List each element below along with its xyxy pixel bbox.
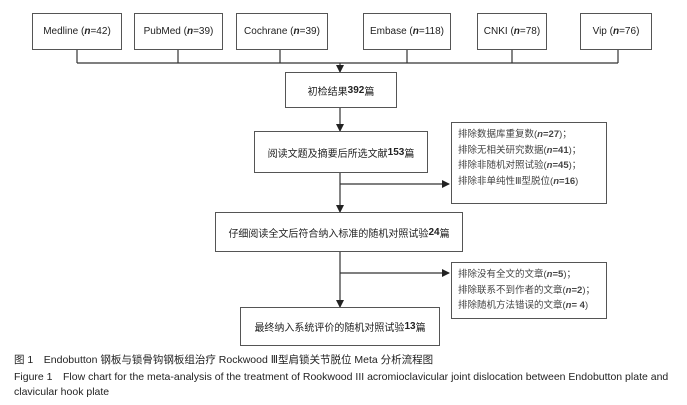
- exclusion-box-fulltext: 排除没有全文的文章(n=5)； 排除联系不到作者的文章(n=2)； 排除随机方法…: [451, 262, 607, 319]
- exclusion-item: 排除随机方法错误的文章(n= 4): [458, 300, 589, 311]
- step-count: 13: [404, 321, 416, 332]
- step-text: 仔细阅读全文后符合纳入标准的随机对照试验: [228, 228, 429, 240]
- source-box-medline: Medline (n=42): [32, 13, 122, 50]
- step-unit: 篇: [404, 148, 415, 160]
- exclusion-item: 排除数据库重复数(n=27)；: [458, 129, 572, 140]
- final-included-box: 最终纳入系统评价的随机对照试验 13 篇: [240, 307, 440, 346]
- n-label: n: [513, 26, 520, 37]
- n-label: n: [612, 26, 620, 37]
- exclusion-item: 排除无相关研究数据(n=41)；: [458, 144, 582, 156]
- source-box-cochrane: Cochrane (n=39): [236, 13, 328, 50]
- n-value: =118: [418, 26, 441, 37]
- source-name: Embase: [369, 26, 407, 37]
- source-box-cnki: CNKI (n=78): [477, 13, 547, 50]
- step-unit: 篇: [364, 86, 375, 98]
- n-label: n: [84, 26, 91, 37]
- step-text: 初检结果: [307, 86, 348, 98]
- n-label: n: [186, 26, 194, 37]
- abstract-screening-box: 阅读文题及摘要后所选文献 153 篇: [254, 131, 428, 173]
- n-label: n: [293, 26, 300, 37]
- source-name: Medline: [43, 26, 79, 37]
- n-value: =42: [90, 26, 108, 37]
- source-name: PubMed: [143, 26, 181, 37]
- step-count: 153: [387, 146, 405, 158]
- step-count: 392: [347, 84, 365, 96]
- caption-en-line2: clavicular hook plate: [14, 386, 110, 398]
- n-value: =39: [193, 26, 211, 37]
- source-name: Vip: [592, 26, 607, 37]
- caption-en-line1: Figure 1 Flow chart for the meta-analysi…: [14, 371, 669, 383]
- n-label: n: [412, 26, 419, 37]
- step-unit: 篇: [415, 323, 426, 334]
- source-box-vip: Vip (n=76): [580, 13, 652, 50]
- exclusion-item: 排除联系不到作者的文章(n=2)；: [458, 284, 595, 296]
- step-count: 24: [428, 226, 440, 238]
- step-text: 最终纳入系统评价的随机对照试验: [254, 323, 405, 334]
- fulltext-eligible-box: 仔细阅读全文后符合纳入标准的随机对照试验 24 篇: [215, 212, 463, 252]
- step-unit: 篇: [439, 228, 450, 240]
- step-text: 阅读文题及摘要后所选文献: [267, 148, 388, 160]
- initial-results-box: 初检结果 392 篇: [285, 72, 397, 108]
- figure-caption-en: Figure 1 Flow chart for the meta-analysi…: [14, 370, 679, 400]
- source-name: Cochrane: [244, 26, 288, 37]
- n-value: =39: [299, 26, 317, 37]
- n-value: =78: [519, 26, 537, 37]
- source-box-pubmed: PubMed (n=39): [134, 13, 223, 50]
- exclusion-item: 排除非随机对照试验(n=45)；: [458, 160, 582, 171]
- figure-caption-cn: 图 1 Endobutton 钢板与锁骨钩钢板组治疗 Rockwood Ⅲ型肩锁…: [14, 354, 434, 366]
- exclusion-box-screening: 排除数据库重复数(n=27)； 排除无相关研究数据(n=41)； 排除非随机对照…: [451, 122, 607, 204]
- source-box-embase: Embase (n=118): [363, 13, 451, 50]
- source-name: CNKI: [483, 26, 508, 37]
- exclusion-item: 排除没有全文的文章(n=5)；: [458, 269, 576, 280]
- exclusion-item: 排除非单纯性Ⅲ型脱位(n=16): [458, 175, 579, 187]
- n-value: =76: [619, 26, 637, 37]
